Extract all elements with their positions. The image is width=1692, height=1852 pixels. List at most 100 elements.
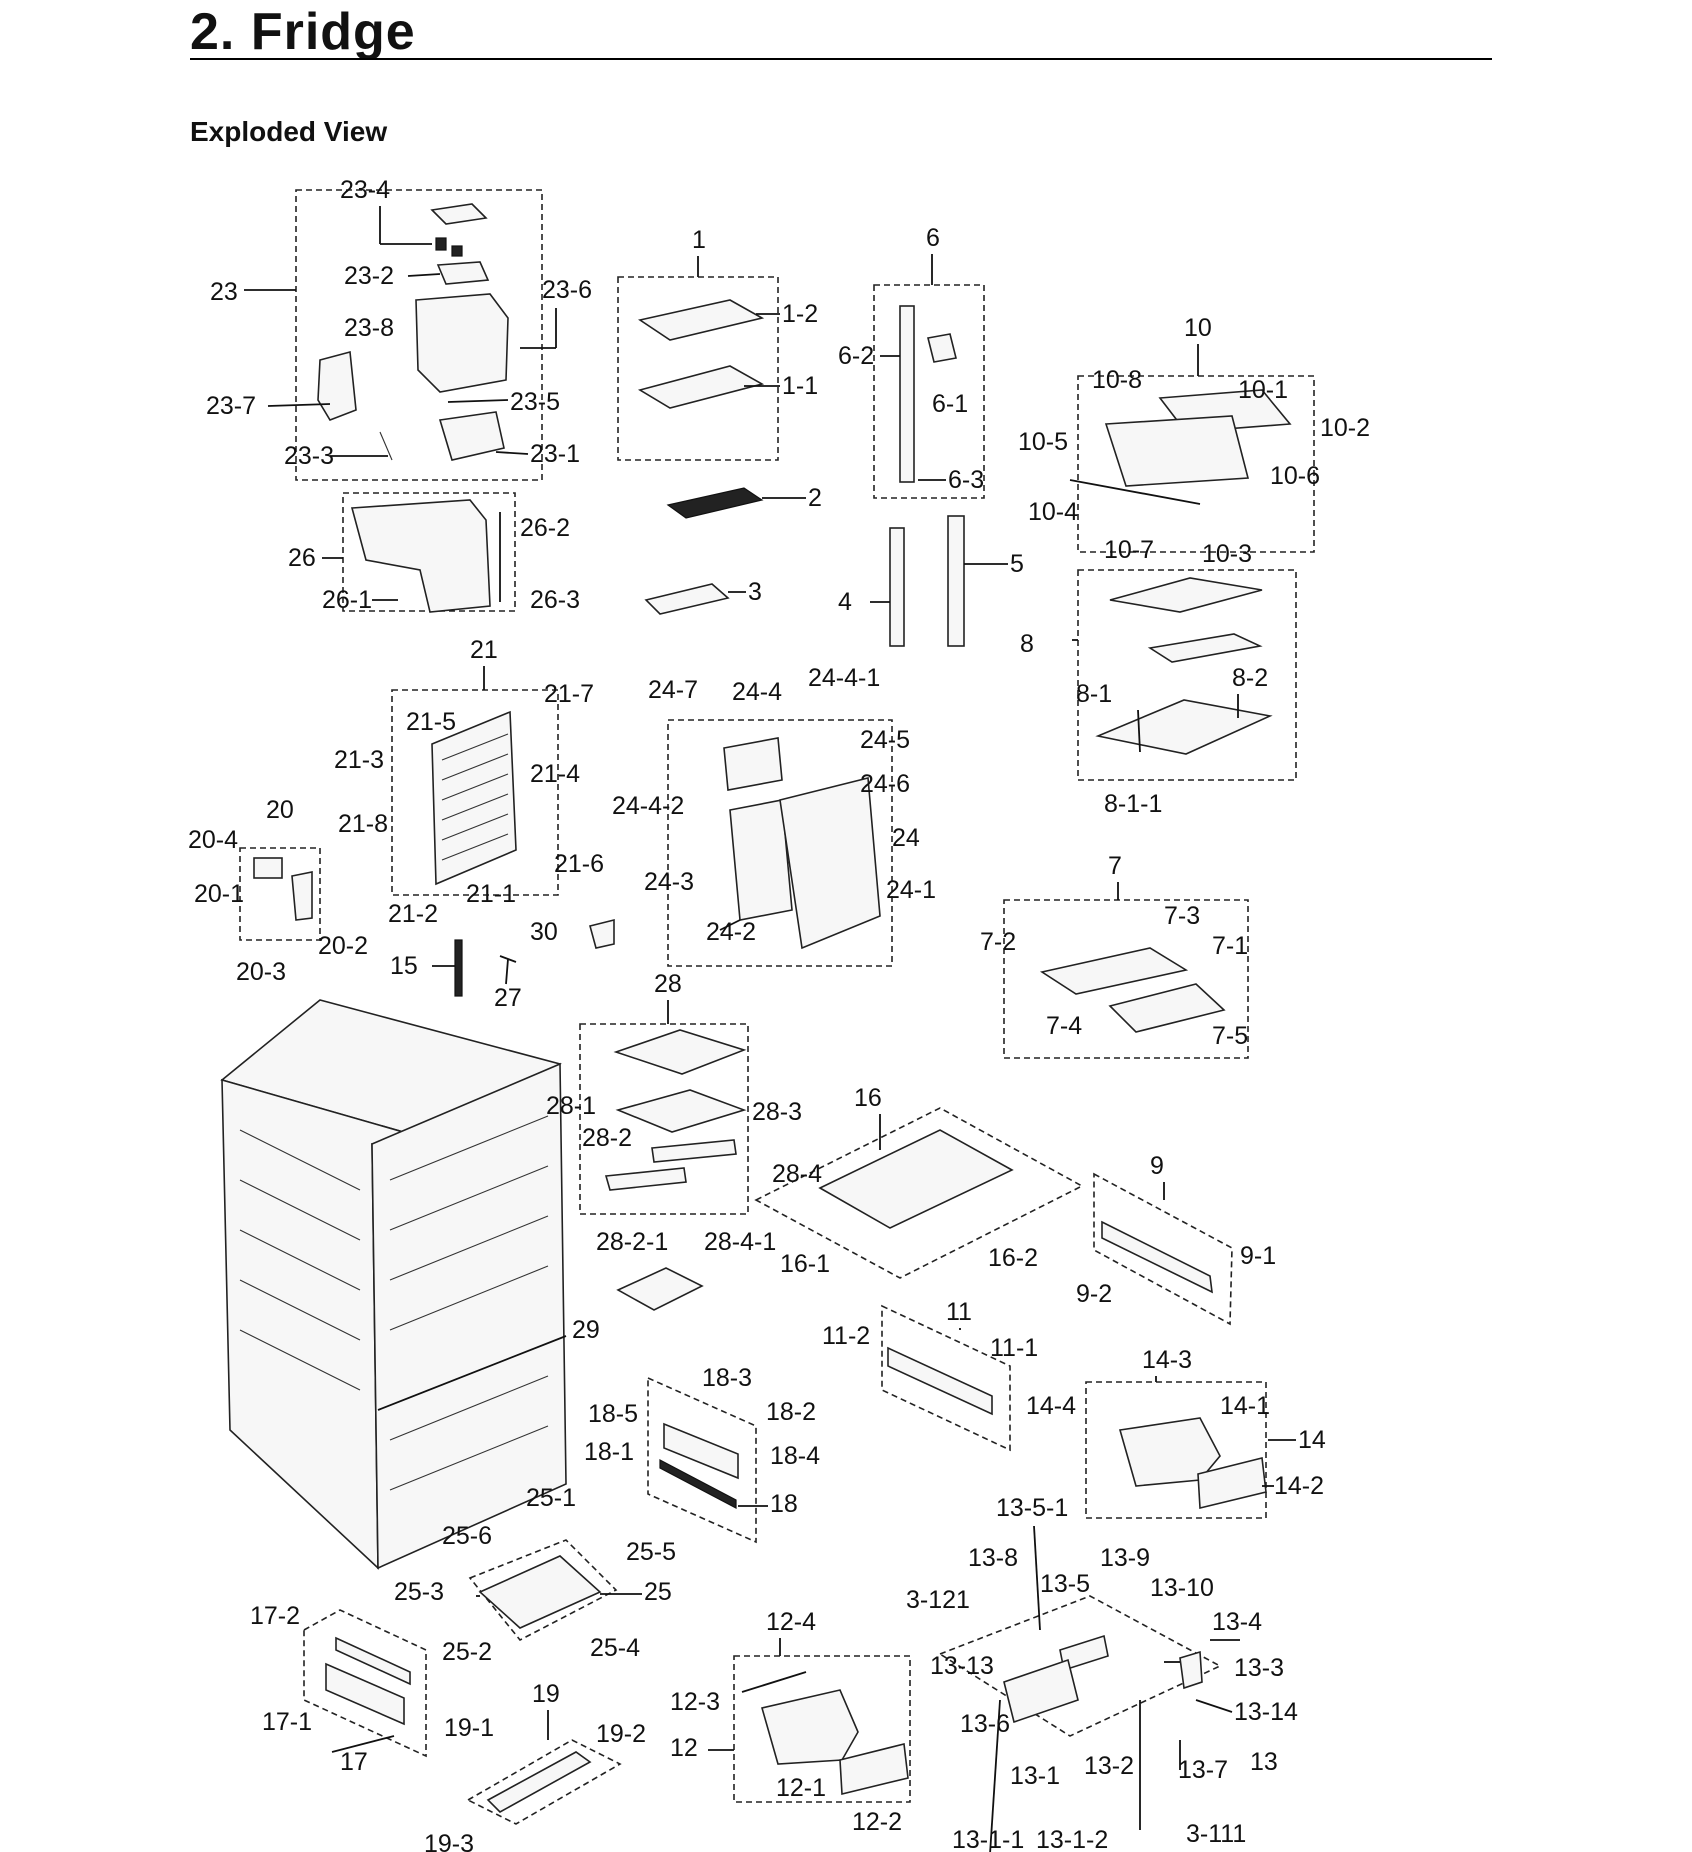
callout-label: 5 [1010,550,1024,578]
callout-label: 9-2 [1076,1280,1112,1308]
callout-label: 6-3 [948,466,984,494]
callout-label: 20-3 [236,958,286,986]
callout-label: 11 [946,1298,972,1326]
callout-label: 25-3 [394,1578,444,1606]
callout-label: 19-1 [444,1714,494,1742]
callout-label: 10-2 [1320,414,1370,442]
callout-label: 26-1 [322,586,372,614]
callout-label: 21-7 [544,680,594,708]
group-26 [342,492,516,613]
callout-label: 8-1 [1076,680,1112,708]
group-12 [733,1655,911,1803]
callout-label: 3 [748,578,762,606]
callout-label: 13-4 [1212,1608,1262,1636]
callout-label: 10-4 [1028,498,1078,526]
callout-label: 26-2 [520,514,570,542]
group-1 [617,276,779,615]
callout-label: 28-3 [752,1098,802,1126]
callout-label: 19 [532,1680,560,1708]
callout-label: 13-3 [1234,1654,1284,1682]
title-underline [190,58,1492,60]
callout-label: 11-1 [990,1334,1038,1362]
callout-label: 18-4 [770,1442,820,1470]
callout-label: 24-2 [706,918,756,946]
group-20 [239,847,321,941]
callout-label: 28-1 [546,1092,596,1120]
callout-label: 7-5 [1212,1022,1248,1050]
callout-label: 21-8 [338,810,388,838]
callout-label: 15 [390,952,418,980]
callout-label: 11-2 [822,1322,870,1350]
callout-label: 21 [470,636,498,664]
callout-label: 24-4-2 [612,792,684,820]
callout-label: 12-2 [852,1808,902,1836]
callout-label: 10-7 [1104,536,1154,564]
leader-lines [244,206,1296,1830]
callout-label: 21-4 [530,760,580,788]
callout-label: 24-6 [860,770,910,798]
callout-label: 21-6 [554,850,604,878]
callout-label: 23-3 [284,442,334,470]
callout-label: 14-2 [1274,1472,1324,1500]
callout-label: 16-1 [780,1250,830,1278]
callout-label: 10 [1184,314,1212,342]
callout-label: 28-4 [772,1160,822,1188]
callout-label: 24-4 [732,678,782,706]
callout-label: 13-1-2 [1036,1826,1108,1852]
callout-label: 23-8 [344,314,394,342]
callout-label: 21-3 [334,746,384,774]
group-11 [881,1304,1011,1452]
callout-label: 25-5 [626,1538,676,1566]
callout-label: 19-2 [596,1720,646,1748]
callout-label: 12-4 [766,1608,816,1636]
callout-label: 20 [266,796,294,824]
callout-label: 10-6 [1270,462,1320,490]
callout-label: 8-2 [1232,664,1268,692]
callout-label: 18-2 [766,1398,816,1426]
callout-label: 7-4 [1046,1012,1082,1040]
callout-label: 25-4 [590,1634,640,1662]
callout-label: 21-5 [406,708,456,736]
callout-label: 12 [670,1734,698,1762]
callout-label: 17 [340,1748,368,1776]
callout-label: 28 [654,970,682,998]
callout-label: 28-2-1 [596,1228,668,1256]
callout-label: 13-14 [1234,1698,1298,1726]
callout-label: 23-4 [340,176,390,204]
callout-label: 9 [1150,1152,1164,1180]
callout-label: 23-7 [206,392,256,420]
callout-label: 18-5 [588,1400,638,1428]
callout-label: 1 [692,226,706,254]
group-13 [938,1595,1222,1852]
callout-label: 24-3 [644,868,694,896]
callout-label: 23-5 [510,388,560,416]
callout-label: 25 [644,1578,672,1606]
callout-label: 3-111 [1186,1820,1246,1848]
callout-label: 25-1 [526,1484,576,1512]
callout-label: 10-8 [1092,366,1142,394]
callout-label: 23 [210,278,238,306]
callout-label: 18 [770,1490,798,1518]
part-27 [499,955,517,985]
callout-label: 28-2 [582,1124,632,1152]
callout-label: 14-3 [1142,1346,1192,1374]
group-21 [391,689,559,896]
callout-label: 1-1 [782,372,818,400]
group-7 [1003,899,1249,1059]
callout-label: 20-4 [188,826,238,854]
callout-label: 10-5 [1018,428,1068,456]
callout-label: 13 [1250,1748,1278,1776]
callout-label: 7 [1108,852,1122,880]
callout-label: 13-5-1 [996,1494,1068,1522]
part-30 [589,918,615,949]
callout-label: 4 [838,588,852,616]
group-17 [303,1609,427,1758]
part-15 [454,939,463,997]
callout-label: 6-1 [932,390,968,418]
fridge-cabinet [220,999,567,1570]
group-6 [873,284,985,647]
callout-label: 6 [926,224,940,252]
callout-label: 7-1 [1212,932,1248,960]
callout-label: 13-8 [968,1544,1018,1572]
